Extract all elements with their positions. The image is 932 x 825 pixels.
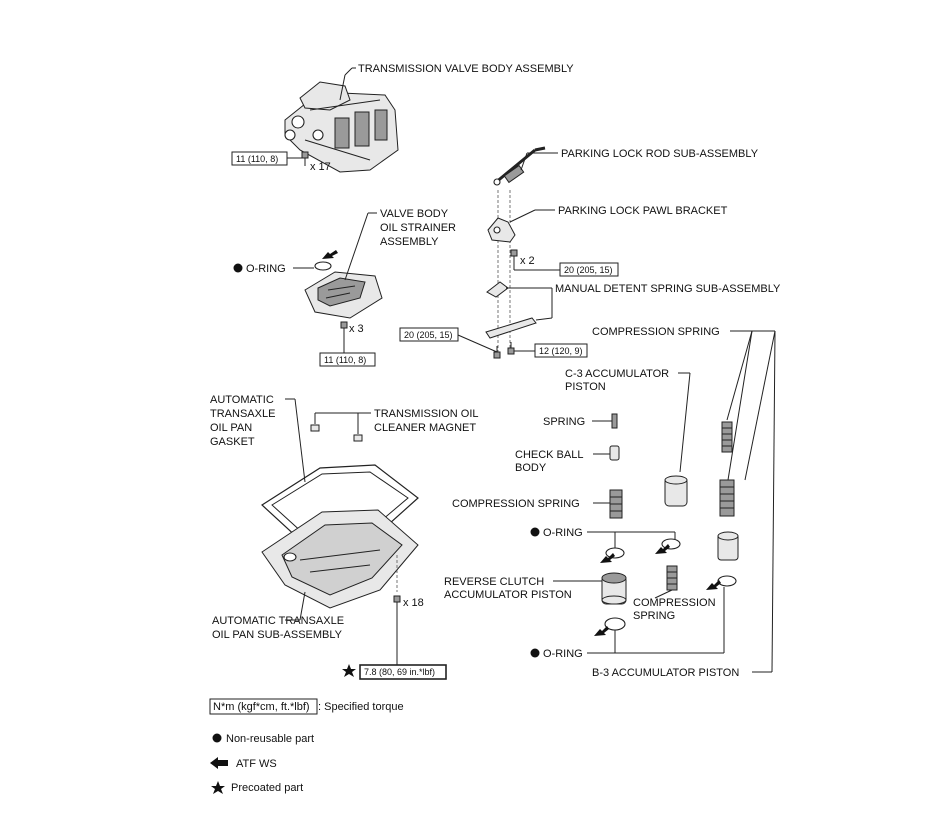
compression-spring-top-label: COMPRESSION SPRING — [592, 326, 720, 338]
c3-piston-label-1: C-3 ACCUMULATOR — [565, 368, 669, 380]
check-ball-body — [609, 445, 620, 461]
strainer-label-1: VALVE BODY — [380, 208, 449, 220]
apply-atf-arrow-icon — [322, 250, 338, 259]
legend-precoated-star-icon — [211, 781, 225, 794]
oil-pan-bolt — [393, 595, 401, 608]
compression-spring-low — [666, 565, 678, 591]
legend-atf-arrow-icon — [210, 757, 228, 769]
non-reusable-icon — [233, 263, 243, 273]
non-reusable-icon — [530, 527, 540, 537]
detent-spring-label: MANUAL DETENT SPRING SUB-ASSEMBLY — [555, 283, 781, 295]
valve-body-label: TRANSMISSION VALVE BODY ASSEMBLY — [358, 63, 574, 75]
magnet-label-2: CLEANER MAGNET — [374, 422, 476, 434]
gasket-label-2: TRANSAXLE — [210, 408, 275, 420]
legend-torque-text: : Specified torque — [318, 701, 404, 713]
check-ball-label-2: BODY — [515, 462, 547, 474]
check-ball-label-1: CHECK BALL — [515, 449, 583, 461]
b3-accumulator-piston — [717, 531, 739, 561]
torque-box-detent-b: 12 (120, 9) — [534, 343, 588, 358]
legend-precoated: Precoated part — [231, 782, 303, 794]
spring-coil-upper — [721, 421, 733, 453]
parking-lock-rod — [493, 146, 546, 186]
pawl-bracket-label: PARKING LOCK PAWL BRACKET — [558, 205, 728, 217]
legend: N*m (kgf*cm, ft.*lbf) : Specified torque… — [209, 698, 404, 794]
torque-box-strainer: 11 (110, 8) — [319, 352, 376, 367]
svg-text:20 (205, 15): 20 (205, 15) — [564, 265, 613, 275]
precoated-star-icon — [342, 664, 356, 677]
small-spring — [611, 413, 618, 429]
oil-pan-label-2: OIL PAN SUB-ASSEMBLY — [212, 629, 343, 641]
torque-box-detent-a: 20 (205, 15) — [399, 327, 459, 342]
torque-box-pawl-bracket: 20 (205, 15) — [559, 262, 619, 277]
strainer-label-2: OIL STRAINER — [380, 222, 456, 234]
spring-coil-lower — [719, 479, 735, 517]
legend-non-reusable-icon — [212, 733, 222, 743]
valve-body-assembly — [284, 74, 399, 173]
legend-non-reusable: Non-reusable part — [226, 733, 314, 745]
oil-cleaner-magnet-b — [353, 434, 363, 442]
valve-body-bolt — [301, 151, 309, 166]
parking-pawl-bracket — [487, 217, 516, 243]
compression-spring-mid-label: COMPRESSION SPRING — [452, 498, 580, 510]
oring-c3-a — [605, 547, 625, 559]
oring-mid-label: O-RING — [543, 527, 583, 539]
torque-box-oil-pan: 7.8 (80, 69 in.*lbf) — [359, 664, 447, 680]
oil-pan-sub-assembly — [261, 509, 419, 609]
svg-text:20 (205, 15): 20 (205, 15) — [404, 330, 453, 340]
parking-rod-label: PARKING LOCK ROD SUB-ASSEMBLY — [561, 148, 759, 160]
gasket-label-4: GASKET — [210, 436, 255, 448]
apply-atf-arrow-icon — [655, 544, 670, 554]
oil-pan-label-1: AUTOMATIC TRANSAXLE — [212, 615, 344, 627]
c3-accumulator-piston — [664, 475, 688, 507]
strainer-oring — [314, 261, 332, 271]
oring-low-label: O-RING — [543, 648, 583, 660]
apply-atf-arrow-icon — [600, 553, 615, 563]
torque-box-valve-body: 11 (110, 8) — [231, 151, 288, 166]
svg-text:11 (110, 8): 11 (110, 8) — [236, 154, 278, 164]
legend-torque-box: N*m (kgf*cm, ft.*lbf) — [213, 701, 310, 713]
apply-atf-arrow-icon — [594, 626, 609, 636]
reverse-clutch-label-1: REVERSE CLUTCH — [444, 576, 544, 588]
spring-label: SPRING — [543, 416, 585, 428]
oil-strainer-assembly — [304, 271, 383, 319]
gasket-label-1: AUTOMATIC — [210, 394, 274, 406]
svg-text:12 (120, 9): 12 (120, 9) — [539, 346, 583, 356]
legend-atf: ATF WS — [236, 758, 277, 770]
reverse-clutch-piston — [601, 572, 627, 605]
oil-cleaner-magnet-a — [310, 424, 320, 432]
valve-body-bolt-qty: x 17 — [310, 161, 331, 173]
b3-piston-label: B-3 ACCUMULATOR PISTON — [592, 667, 739, 679]
compression-spring-low-label-1: COMPRESSION — [633, 597, 716, 609]
svg-text:11 (110, 8): 11 (110, 8) — [324, 355, 366, 365]
compression-spring-low-label-2: SPRING — [633, 610, 675, 622]
reverse-clutch-label-2: ACCUMULATOR PISTON — [444, 589, 572, 601]
gasket-label-3: OIL PAN — [210, 422, 252, 434]
manual-detent-spring — [485, 281, 537, 339]
strainer-bolt — [340, 321, 348, 334]
non-reusable-icon — [530, 648, 540, 658]
compression-spring-mid — [609, 489, 623, 519]
pawl-bracket-bolt-qty: x 2 — [520, 255, 535, 267]
svg-text:7.8 (80, 69 in.*lbf): 7.8 (80, 69 in.*lbf) — [364, 667, 435, 677]
oil-pan-bolt-qty: x 18 — [403, 597, 424, 609]
strainer-bolt-qty: x 3 — [349, 323, 364, 335]
apply-atf-arrow-icon — [706, 580, 721, 590]
c3-piston-label-2: PISTON — [565, 381, 606, 393]
magnet-label-1: TRANSMISSION OIL — [374, 408, 479, 420]
pawl-bracket-bolt — [510, 249, 518, 262]
detent-bolt-b — [507, 342, 515, 355]
strainer-label-3: ASSEMBLY — [380, 236, 439, 248]
oring-b3 — [717, 575, 737, 587]
strainer-oring-label: O-RING — [246, 263, 286, 275]
